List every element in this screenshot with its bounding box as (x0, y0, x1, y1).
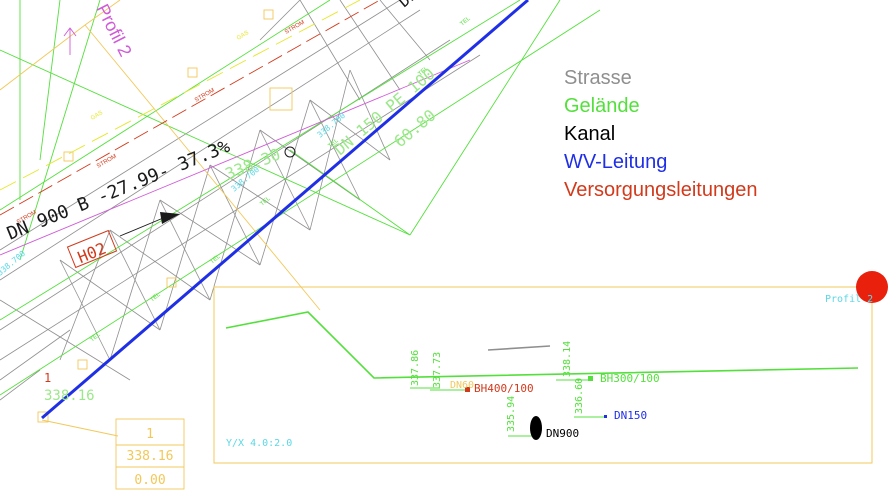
node-number: 1 (44, 371, 51, 385)
node-table: 1 338.16 0.00 (127, 427, 174, 488)
legend: Strasse Gelände Kanal WV-Leitung Versorg… (564, 64, 757, 204)
profile-frame-plan (0, 0, 321, 490)
node-table-row: 0.00 (134, 473, 165, 488)
legend-item-gelaende: Gelände (564, 95, 640, 117)
tel-tag: TEL (459, 15, 472, 27)
profile-axis (0, 27, 471, 256)
pipe-label: DN 900 B -27.99- 37.3% (4, 136, 233, 245)
tel-tag: TEL (89, 331, 102, 343)
top-fragment: DN (394, 0, 421, 11)
dn900-pipe-icon (530, 416, 542, 440)
bh400-marker (465, 387, 470, 392)
partial-label: DN60 (450, 380, 474, 391)
section-scale: Y/X 4.0:2.0 (226, 438, 292, 449)
strom-tag: STROM (194, 88, 216, 104)
height-label: 337.86 (410, 350, 421, 386)
legend-item-strasse: Strasse (564, 67, 632, 89)
bh300-label: BH300/100 (600, 372, 660, 385)
gas-line (0, 0, 361, 191)
legend-item-kanal: Kanal (564, 123, 616, 145)
node-table-row: 338.16 (127, 449, 174, 464)
wv-pipe (41, 0, 529, 420)
tel-tag: TEL (149, 291, 162, 303)
node-height: 338.16 (44, 388, 95, 404)
flow-arrow-icon (119, 212, 180, 237)
strom-tag: STROM (96, 154, 118, 170)
gas-tag: GAS (236, 30, 250, 42)
height-labels: 337.86 337.73 338.14 336.60 335.94 (410, 341, 585, 432)
section-title: Profil 2 (825, 294, 873, 305)
marker-h02: H02 (66, 229, 118, 269)
node-table-row: 1 (146, 427, 154, 442)
terrain-profile (225, 311, 859, 379)
height-label: 338.14 (562, 341, 573, 377)
gas-tag: GAS (90, 110, 104, 122)
bh300-marker (588, 376, 593, 381)
shaft-circle-icon (284, 146, 296, 158)
dn900-label: DN900 (546, 427, 579, 440)
bh400-label: BH400/100 (474, 382, 534, 395)
tel-tag: TEL (259, 195, 272, 207)
supply-lines (0, 0, 381, 216)
street-profile (487, 345, 551, 351)
height-label: 337.73 (432, 352, 443, 388)
height-label: 336.60 (574, 378, 585, 414)
dn150-label: DN150 (614, 409, 647, 422)
height-label: 335.94 (506, 396, 517, 432)
dn150-pipe-icon (604, 415, 607, 418)
profile-label-plan: Profil 2 (92, 1, 135, 60)
gas-tags: GAS GAS (90, 30, 250, 122)
legend-item-versorgungsleitungen: Versorgungsleitungen (564, 179, 758, 201)
section-marker-icon (856, 271, 888, 303)
terrain-lines (0, 0, 601, 396)
section-frame (213, 286, 873, 464)
legend-item-wv-leitung: WV-Leitung (564, 151, 668, 173)
